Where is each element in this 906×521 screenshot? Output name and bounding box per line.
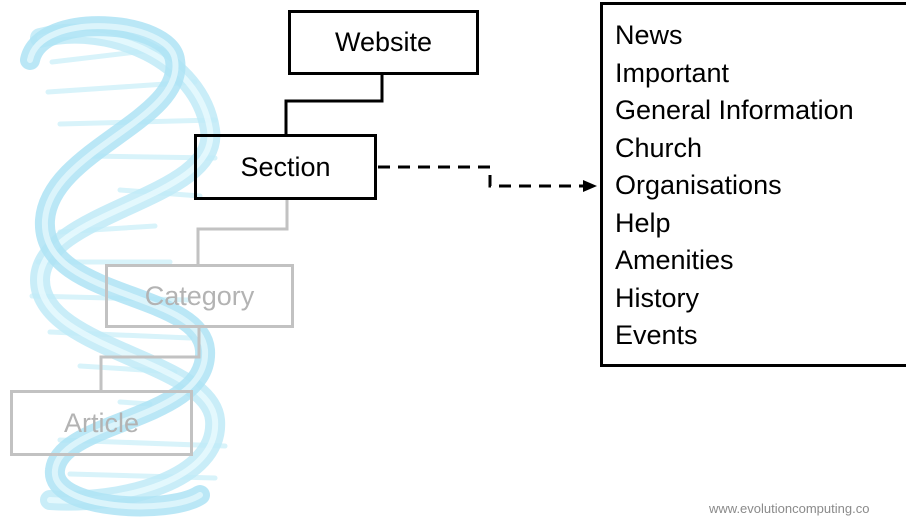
article-label: Article [63, 407, 139, 438]
connector-website-section [284, 75, 384, 134]
footer-url: www.evolutioncomputing.co [709, 501, 870, 516]
section-list-item: History [615, 282, 700, 313]
section-list: News Important General Information Churc… [600, 2, 906, 367]
section-list-item: Organisations [615, 170, 782, 200]
category-box: Category [105, 264, 294, 328]
section-list-item: General Information [615, 95, 854, 125]
section-box: Section [194, 134, 377, 200]
section-label: Section [240, 151, 331, 182]
section-list-item: Important [615, 57, 730, 88]
section-list-item: News [615, 20, 683, 50]
connector-category-article [99, 328, 201, 390]
article-box: Article [10, 390, 193, 456]
website-box: Website [288, 10, 479, 75]
connector-section-category [196, 200, 289, 264]
section-list-item: Help [615, 207, 671, 238]
dashed-arrow-line [378, 165, 583, 188]
category-label: Category [144, 280, 255, 311]
section-list-item: Events [615, 320, 698, 350]
website-label: Website [334, 27, 433, 57]
arrow-head-icon [583, 180, 597, 192]
section-list-item: Church [615, 132, 703, 163]
section-list-item: Amenities [615, 245, 734, 275]
